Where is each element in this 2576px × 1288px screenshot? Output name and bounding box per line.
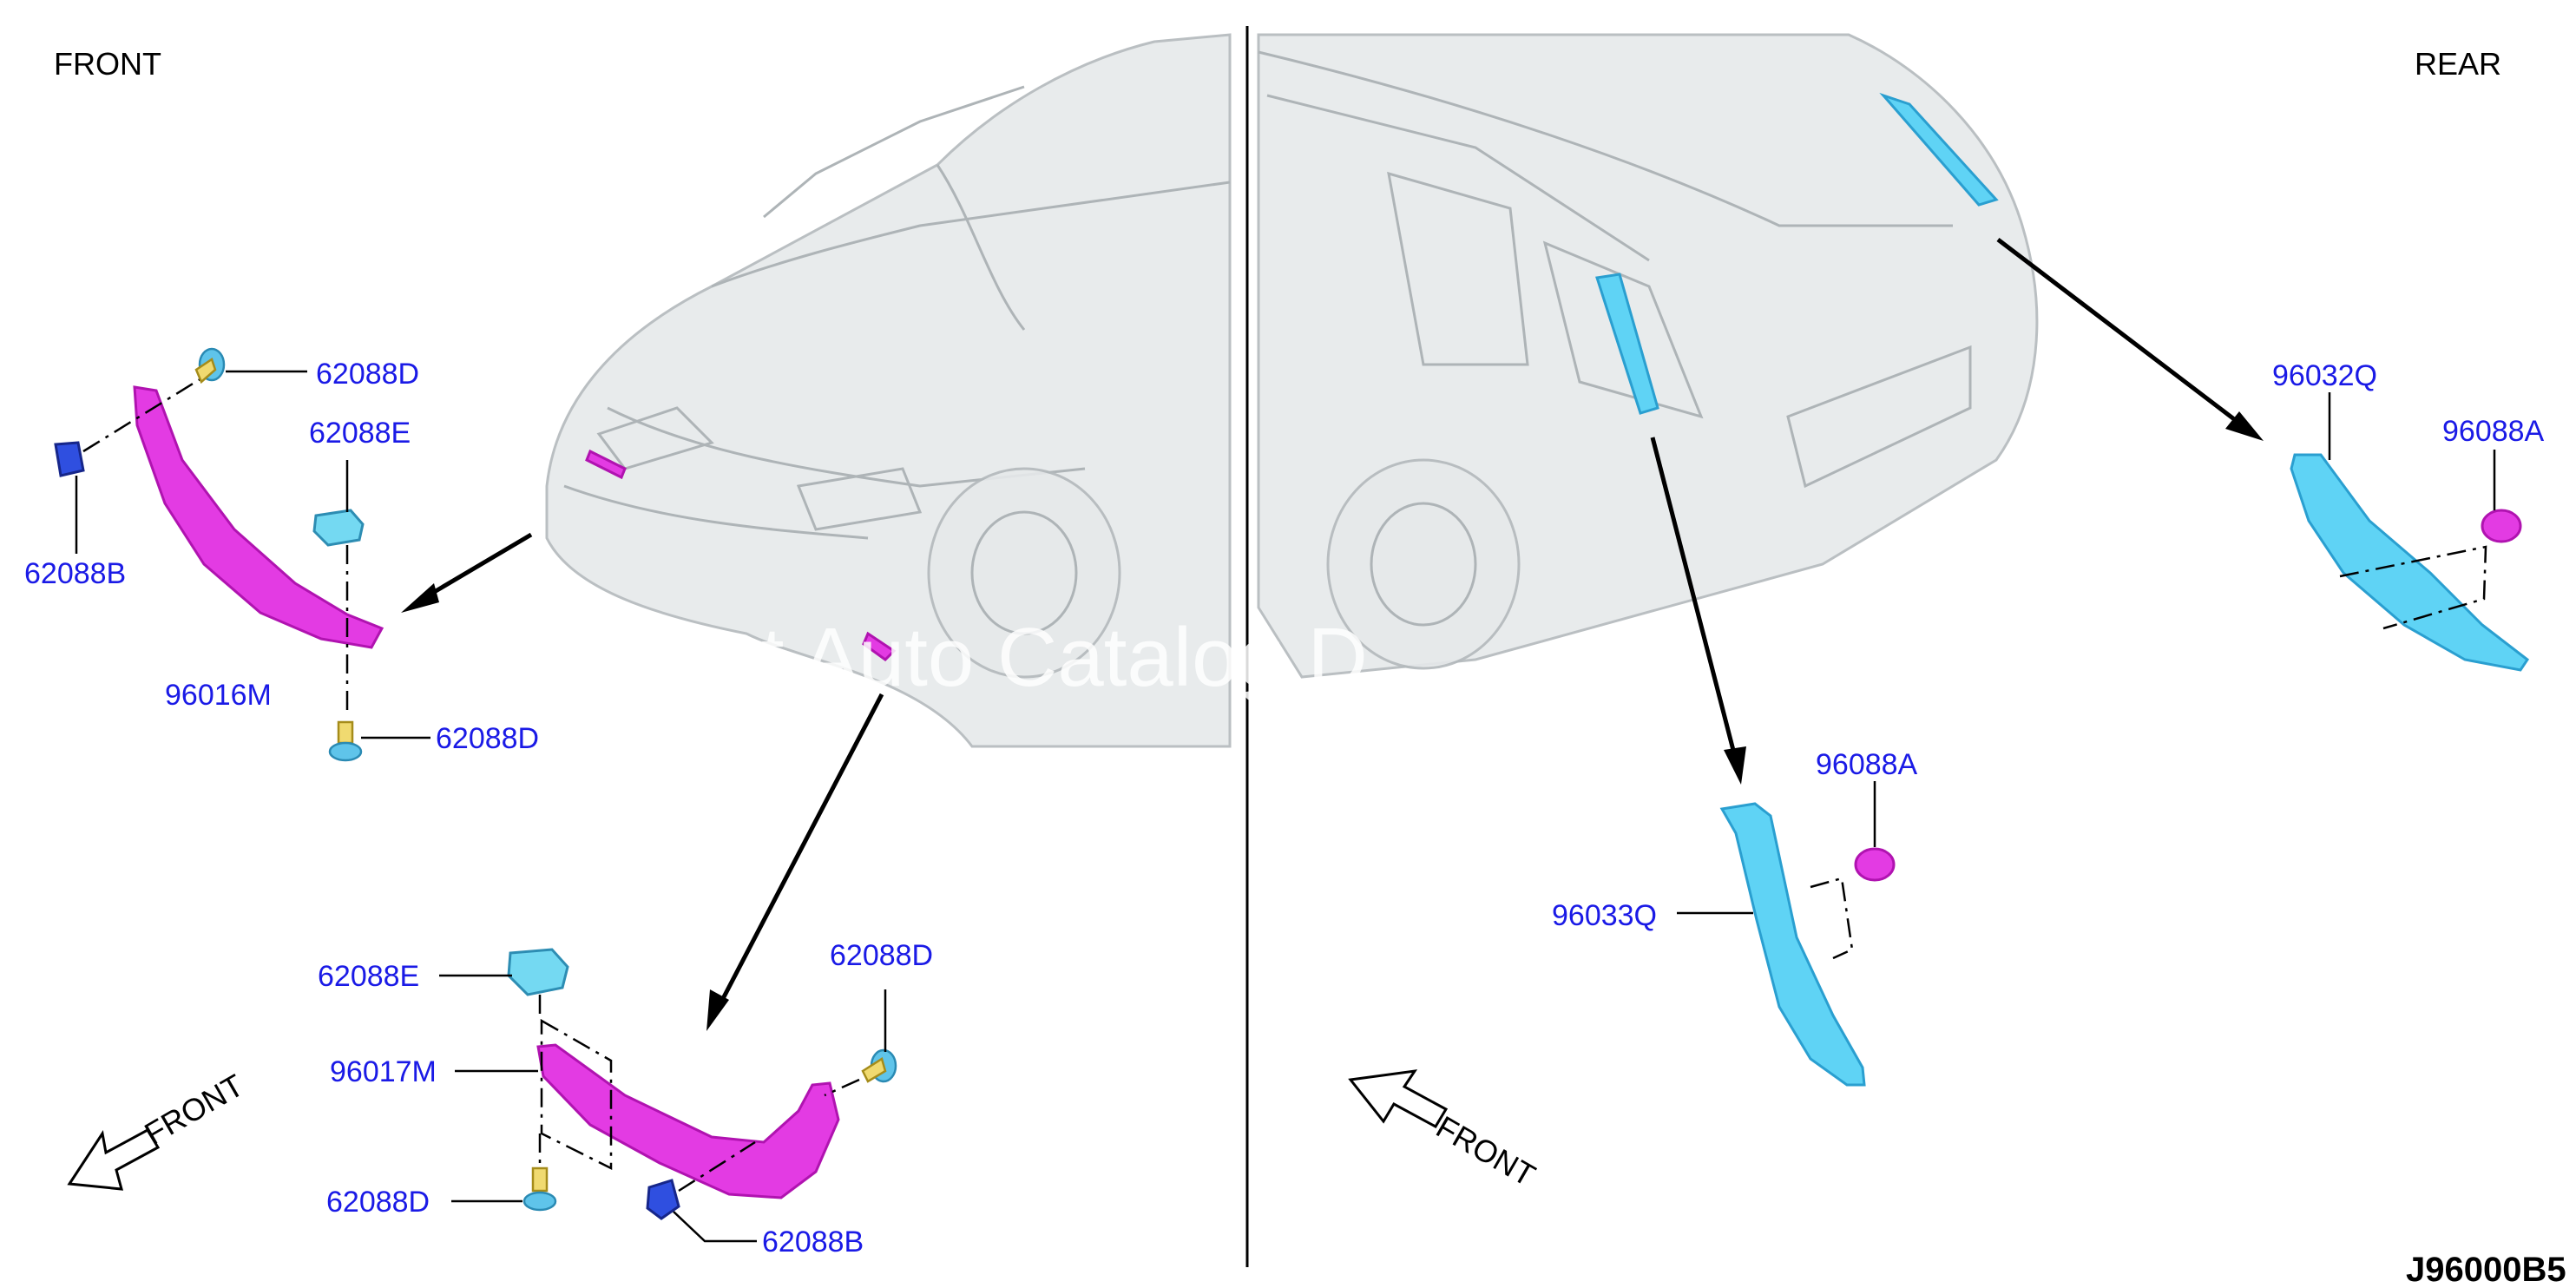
pin-62088d-top [194, 347, 307, 384]
label-lower-62088d-left[interactable]: 62088D [326, 1186, 430, 1219]
label-front-62088e-top[interactable]: 62088E [309, 417, 411, 450]
dash-lines-96032q [2339, 545, 2487, 630]
pin-62088d-lower-right [824, 989, 897, 1097]
clip-62088b-lower [646, 1140, 757, 1243]
front-direction-arrow-right: FRONT [1348, 1069, 1541, 1193]
watermark-text: ont Auto Catalog D [668, 611, 1368, 704]
label-lower-96017m[interactable]: 96017M [330, 1055, 437, 1088]
label-rear-96088a-top[interactable]: 96088A [2442, 415, 2545, 448]
rear-upper-arrow [1996, 238, 2264, 441]
label-rear-96033q[interactable]: 96033Q [1552, 899, 1657, 932]
clip-62088e-upper [312, 460, 365, 712]
diagram-code: J96000B5 [2406, 1251, 2566, 1288]
label-lower-62088d-right[interactable]: 62088D [830, 939, 933, 972]
label-rear-96088a-mid[interactable]: 96088A [1816, 748, 1918, 781]
part-96032q-shape [2290, 453, 2530, 672]
pin-62088d-mid [328, 720, 430, 762]
front-vehicle-illustration [545, 33, 1232, 748]
label-front-62088d-top[interactable]: 62088D [316, 358, 419, 391]
label-front-96016m[interactable]: 96016M [165, 679, 272, 712]
part-96017m-shape [536, 1043, 840, 1199]
label-lower-62088b[interactable]: 62088B [762, 1226, 864, 1258]
rear-header: REAR [2415, 46, 2501, 82]
direction-label-left: FRONT [139, 1067, 250, 1152]
front-direction-arrow-left: FRONT [67, 1067, 250, 1191]
clip-96088a-upper [2481, 450, 2522, 543]
rear-lower-arrow [1650, 437, 1746, 785]
clip-62088b-left [54, 377, 202, 554]
front-upper-arrow [401, 532, 533, 613]
pin-62088d-lower-left [451, 1134, 557, 1212]
label-front-62088b[interactable]: 62088B [24, 557, 126, 590]
label-front-62088d-mid[interactable]: 62088D [436, 722, 539, 755]
direction-label-right: FRONT [1430, 1108, 1541, 1193]
dash-lines-96017m [540, 1018, 613, 1171]
label-lower-62088e[interactable]: 62088E [318, 960, 419, 993]
clip-62088e-lower [439, 948, 569, 1021]
part-96033q-shape [1719, 802, 1866, 1087]
clip-96088a-lower [1854, 781, 1896, 882]
part-96016m-shape [133, 385, 384, 649]
rear-vehicle-illustration [1257, 33, 2039, 679]
label-rear-96032q[interactable]: 96032Q [2272, 359, 2377, 392]
front-header: FRONT [54, 46, 161, 82]
dash-lines-96033q [1810, 877, 1854, 960]
front-lower-arrow [706, 693, 884, 1031]
